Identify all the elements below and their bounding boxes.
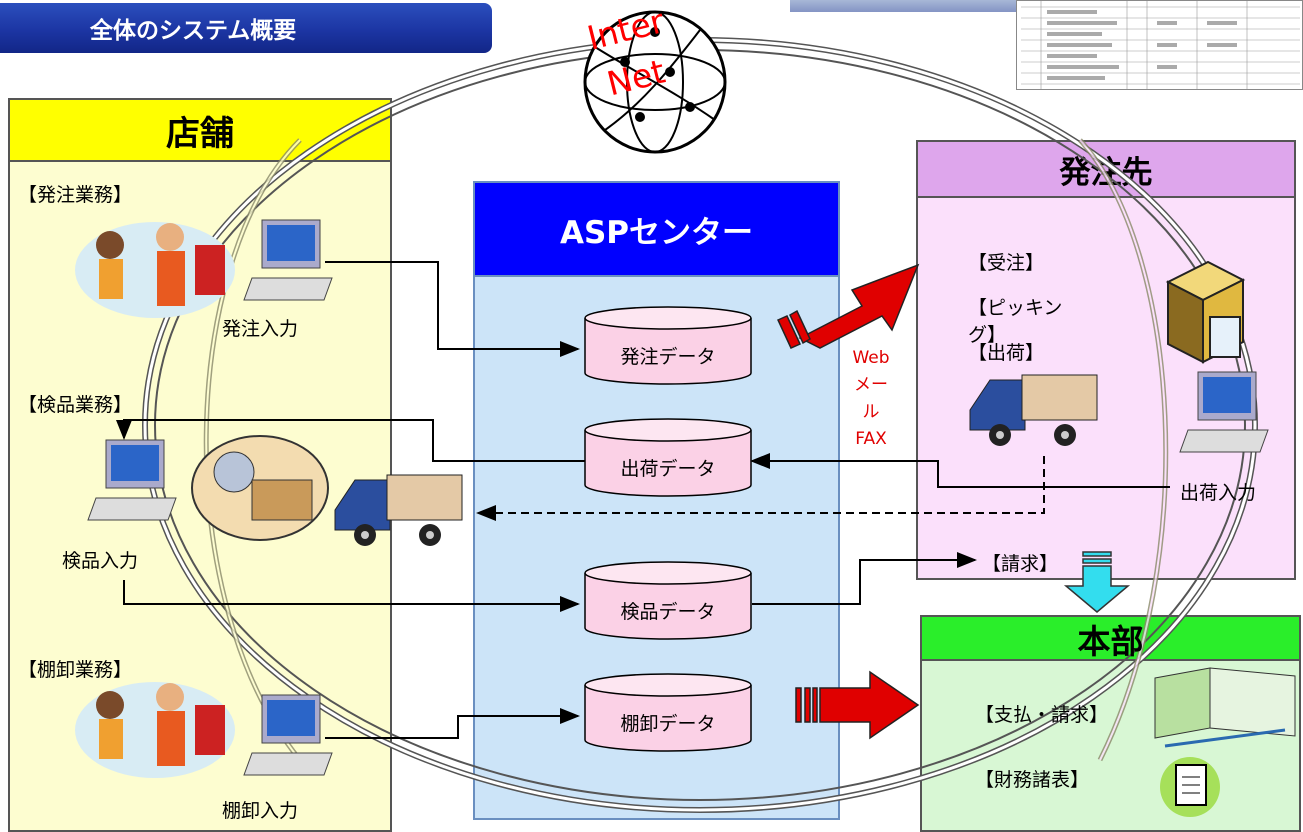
boxes-clipboard-icon [1165, 260, 1246, 364]
inventory-task-label: 【棚卸業務】 [18, 659, 133, 681]
ship-label: 【出荷】 [968, 342, 1045, 364]
headquarters-title-bar [920, 615, 1301, 661]
financial-statements-label: 【財務諸表】 [975, 769, 1090, 791]
picking-label-line2: グ】 [968, 324, 1007, 346]
inspect-input-label: 検品入力 [62, 550, 139, 572]
globe-icon [583, 10, 727, 154]
inventory-data-db: 棚卸データ [620, 712, 716, 735]
payment-billing-label: 【支払・請求】 [975, 704, 1109, 726]
billing-label: 【請求】 [982, 553, 1059, 575]
computer-icon [87, 439, 177, 521]
inventory-input-label: 棚卸入力 [222, 800, 299, 822]
vendor-title: 発注先 [916, 140, 1296, 198]
computer-icon [243, 219, 333, 301]
order-input-label: 発注入力 [222, 318, 299, 340]
page-title: 全体のシステム概要 [0, 3, 492, 53]
cyan-arrow-to-hq [1063, 551, 1131, 613]
channel-mail: メール [854, 375, 888, 422]
delivery-worker-illustration [191, 435, 329, 541]
ship-data-db: 出荷データ [620, 457, 716, 480]
inspect-data-db: 検品データ [620, 600, 716, 623]
database-cylinders [584, 306, 752, 752]
channel-web: Web [852, 348, 890, 368]
headquarters-title: 本部 [1077, 622, 1144, 661]
red-arrow-to-vendor [776, 263, 920, 349]
order-task-label: 【発注業務】 [18, 184, 133, 206]
thumbnail-window-bar [790, 0, 1016, 12]
red-arrow-to-hq [795, 670, 920, 740]
order-data-db: 発注データ [620, 345, 716, 368]
clerk-illustration [75, 682, 235, 778]
inspect-task-label: 【検品業務】 [18, 394, 133, 416]
picking-label-line1: 【ピッキン [968, 297, 1063, 319]
asp-center-title: ASPセンター [473, 181, 840, 277]
computer-icon [243, 694, 333, 776]
ledger-book-icon [1154, 667, 1296, 748]
internet-ring-left-arc [203, 138, 302, 762]
truck-icon [334, 474, 463, 546]
computer-icon [1179, 371, 1269, 453]
truck-icon [969, 374, 1098, 446]
receive-order-label: 【受注】 [968, 252, 1045, 274]
clerk-illustration [75, 222, 235, 318]
internet-ring-right-arc [1078, 138, 1169, 762]
ship-input-label: 出荷入力 [1180, 482, 1257, 504]
channel-fax: FAX [855, 429, 887, 449]
document-icon [1160, 757, 1220, 817]
